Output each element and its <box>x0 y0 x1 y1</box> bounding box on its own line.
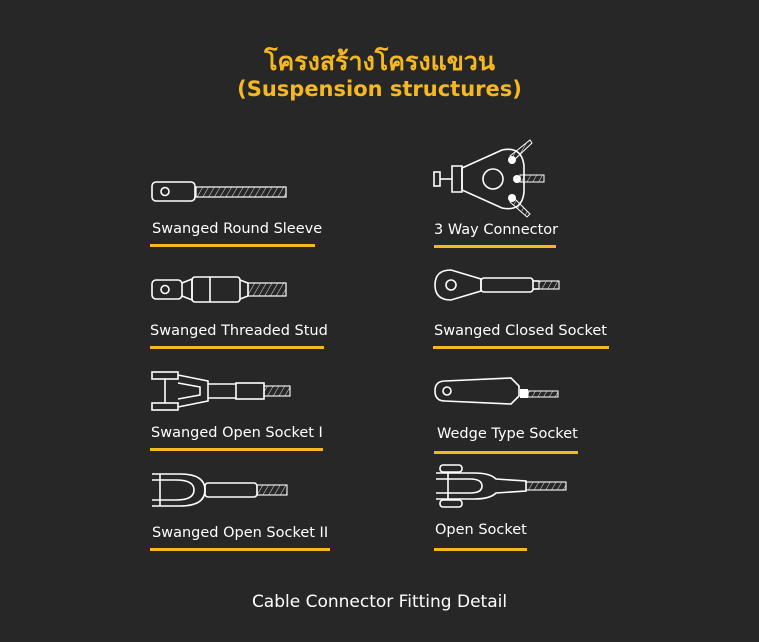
footer-caption: Cable Connector Fitting Detail <box>251 592 508 612</box>
swanged-round-sleeve-icon <box>151 181 287 202</box>
item-label: Swanged Open Socket I <box>151 425 323 441</box>
swanged-threaded-stud-icon <box>151 276 287 303</box>
swanged-open-socket-ii-icon <box>152 473 288 507</box>
item-label: Swanged Round Sleeve <box>152 221 323 237</box>
item-underline <box>150 548 330 551</box>
swanged-closed-socket-icon <box>434 269 560 301</box>
item-underline <box>150 448 323 451</box>
item-underline <box>434 548 527 551</box>
item-label: Swanged Threaded Stud <box>150 323 328 339</box>
title-english: (Suspension structures) <box>237 77 522 101</box>
title-thai: โครงสร้างโครงแขวน <box>264 47 495 76</box>
item-underline <box>433 346 609 349</box>
item-underline <box>150 244 315 247</box>
item-underline <box>150 346 324 349</box>
open-socket-icon <box>436 464 567 508</box>
item-underline <box>434 451 578 454</box>
item-label: 3 Way Connector <box>434 222 559 238</box>
item-label: Open Socket <box>435 522 527 538</box>
three-way-connector-icon <box>433 139 545 218</box>
swanged-open-socket-i-icon <box>151 371 291 411</box>
item-label: Wedge Type Socket <box>437 426 578 442</box>
wedge-type-socket-icon <box>434 377 559 405</box>
item-underline <box>434 245 556 248</box>
item-label: Swanged Closed Socket <box>434 323 607 339</box>
item-label: Swanged Open Socket II <box>152 525 329 541</box>
